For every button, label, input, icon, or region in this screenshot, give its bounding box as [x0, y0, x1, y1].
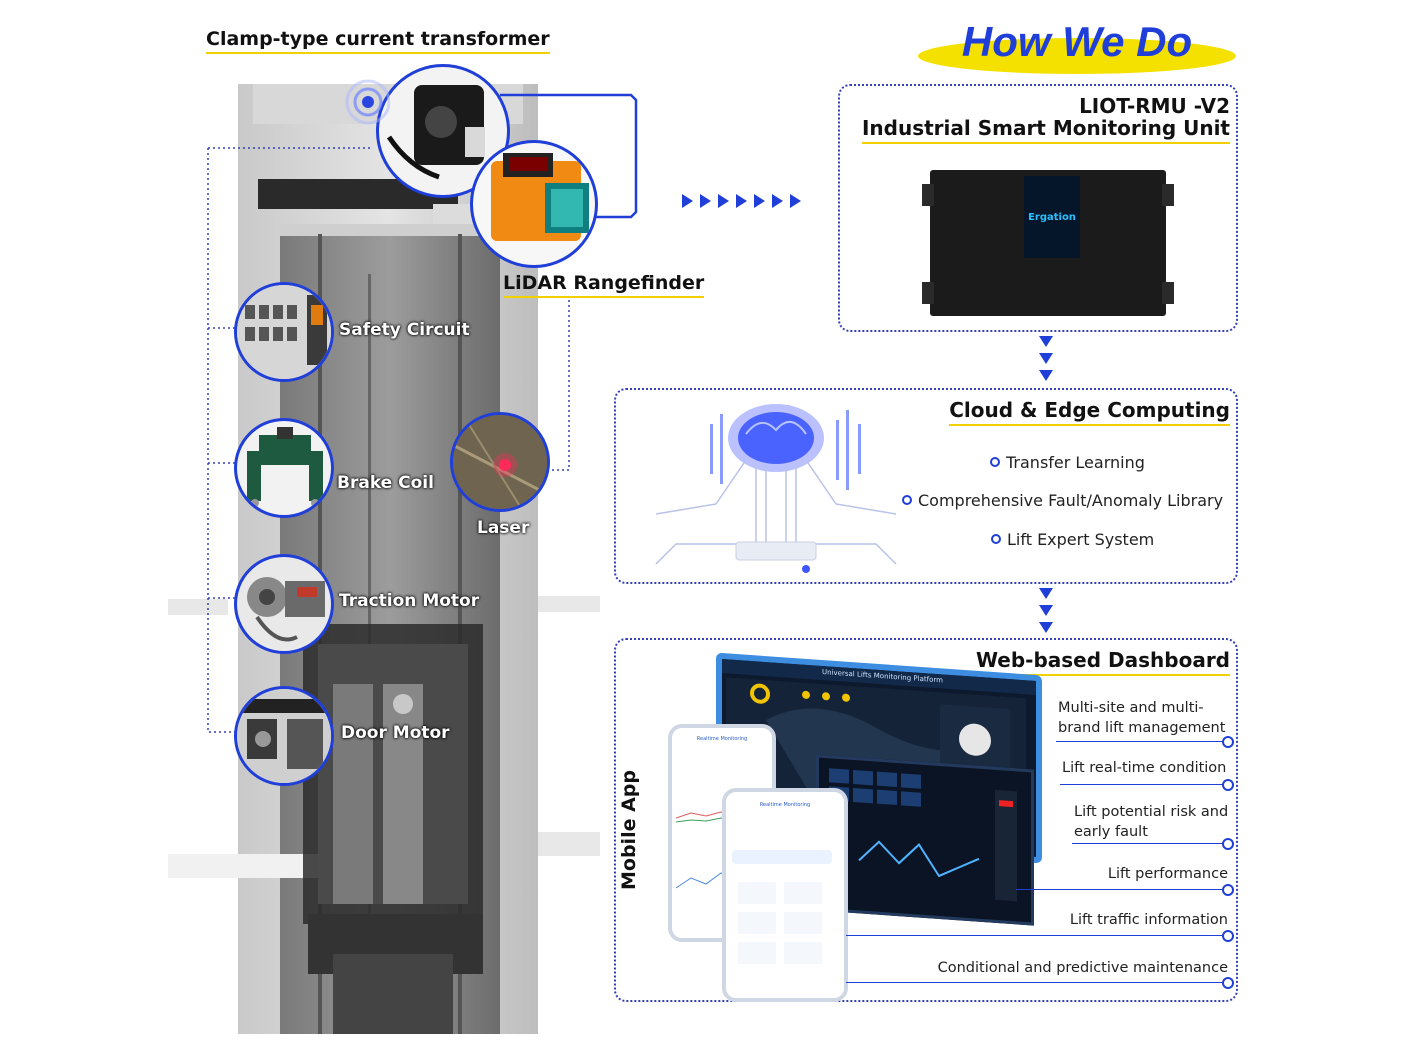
door-motor-label: Door Motor: [341, 723, 450, 743]
feature-text-1: Multi-site and multi-brand lift manageme…: [1058, 700, 1226, 736]
cloud-title: Cloud & Edge Computing: [949, 398, 1230, 426]
feature-line-6: [846, 982, 1224, 983]
cloud-bullet-2: Comprehensive Fault/Anomaly Library: [902, 491, 1223, 510]
clamp-transformer-image: [376, 64, 510, 198]
flow-arrows-right: [682, 194, 806, 210]
feature-dot-4: [1222, 884, 1234, 896]
laser-image: [450, 412, 550, 512]
flow-arrows-down-2: [1039, 588, 1053, 636]
ai-brain-graphic: [636, 394, 906, 580]
device-panel: LIOT-RMU -V2 Industrial Smart Monitoring…: [838, 84, 1238, 332]
feature-dot-3: [1222, 838, 1234, 850]
brake-coil-label: Brake Coil: [337, 473, 434, 493]
flow-arrows-down-1: [1039, 336, 1053, 384]
clamp-transformer-title: Clamp-type current transformer: [206, 28, 550, 54]
how-we-do-banner: [918, 38, 1236, 74]
traction-motor-label: Traction Motor: [339, 591, 480, 611]
phone-1-title: Realtime Monitoring: [696, 736, 748, 742]
feature-line-4: [1016, 889, 1224, 890]
cloud-panel: Cloud & Edge Computing Transfer Learning: [614, 388, 1238, 584]
laser-label: Laser: [477, 518, 530, 538]
door-motor-image: [234, 686, 334, 786]
wireless-signal-icon: [345, 79, 390, 125]
feature-dot-6: [1222, 977, 1234, 989]
feature-line-1: [1056, 741, 1224, 742]
cloud-bullet-text-1: Transfer Learning: [1006, 453, 1145, 472]
cloud-bullet-text-2: Comprehensive Fault/Anomaly Library: [918, 491, 1224, 510]
lidar-label: LiDAR Rangefinder: [503, 272, 705, 298]
dashboard-panel: Web-based Dashboard Mobile App Universal…: [614, 638, 1238, 1002]
feature-line-3: [1072, 843, 1224, 844]
monitoring-unit-image: Ergation: [922, 164, 1174, 320]
clamp-lidar-link: [500, 93, 638, 219]
device-brand-logo: Ergation: [1028, 212, 1076, 223]
feature-text-4: Lift performance: [1107, 866, 1228, 882]
feature-text-6: Conditional and predictive maintenance: [937, 960, 1228, 976]
brake-coil-image: [234, 418, 334, 518]
feature-dot-2: [1222, 779, 1234, 791]
feature-line-5: [846, 935, 1224, 936]
cloud-bullet-1: Transfer Learning: [990, 453, 1145, 472]
phone-2-title: Realtime Monitoring: [759, 802, 811, 808]
device-name: Industrial Smart Monitoring Unit: [861, 116, 1230, 144]
mobile-phone-2: Realtime Monitoring: [722, 788, 848, 1002]
safety-circuit-label: Safety Circuit: [339, 320, 470, 340]
mobile-app-label: Mobile App: [618, 770, 640, 890]
how-we-do-title: How We Do: [961, 18, 1193, 65]
cloud-bullet-3: Lift Expert System: [991, 530, 1154, 549]
web-dashboard-screen-2: [816, 754, 1034, 926]
feature-text-2: Lift real-time condition: [1062, 760, 1227, 776]
feature-text-5: Lift traffic information: [1069, 912, 1228, 928]
dashboard-title: Web-based Dashboard: [975, 648, 1230, 676]
phone-2-widgets: [732, 850, 832, 964]
traction-motor-image: [234, 554, 334, 654]
device-model: LIOT-RMU -V2: [1079, 94, 1230, 118]
feature-line-2: [1060, 784, 1224, 785]
lidar-rangefinder-image: [470, 140, 598, 268]
feature-text-3: Lift potential risk and early fault: [1074, 804, 1229, 840]
cloud-bullet-text-3: Lift Expert System: [1007, 530, 1155, 549]
safety-circuit-image: [234, 282, 334, 382]
feature-dot-5: [1222, 930, 1234, 942]
sensor-connector-lines: [207, 147, 570, 733]
feature-dot-1: [1222, 736, 1234, 748]
